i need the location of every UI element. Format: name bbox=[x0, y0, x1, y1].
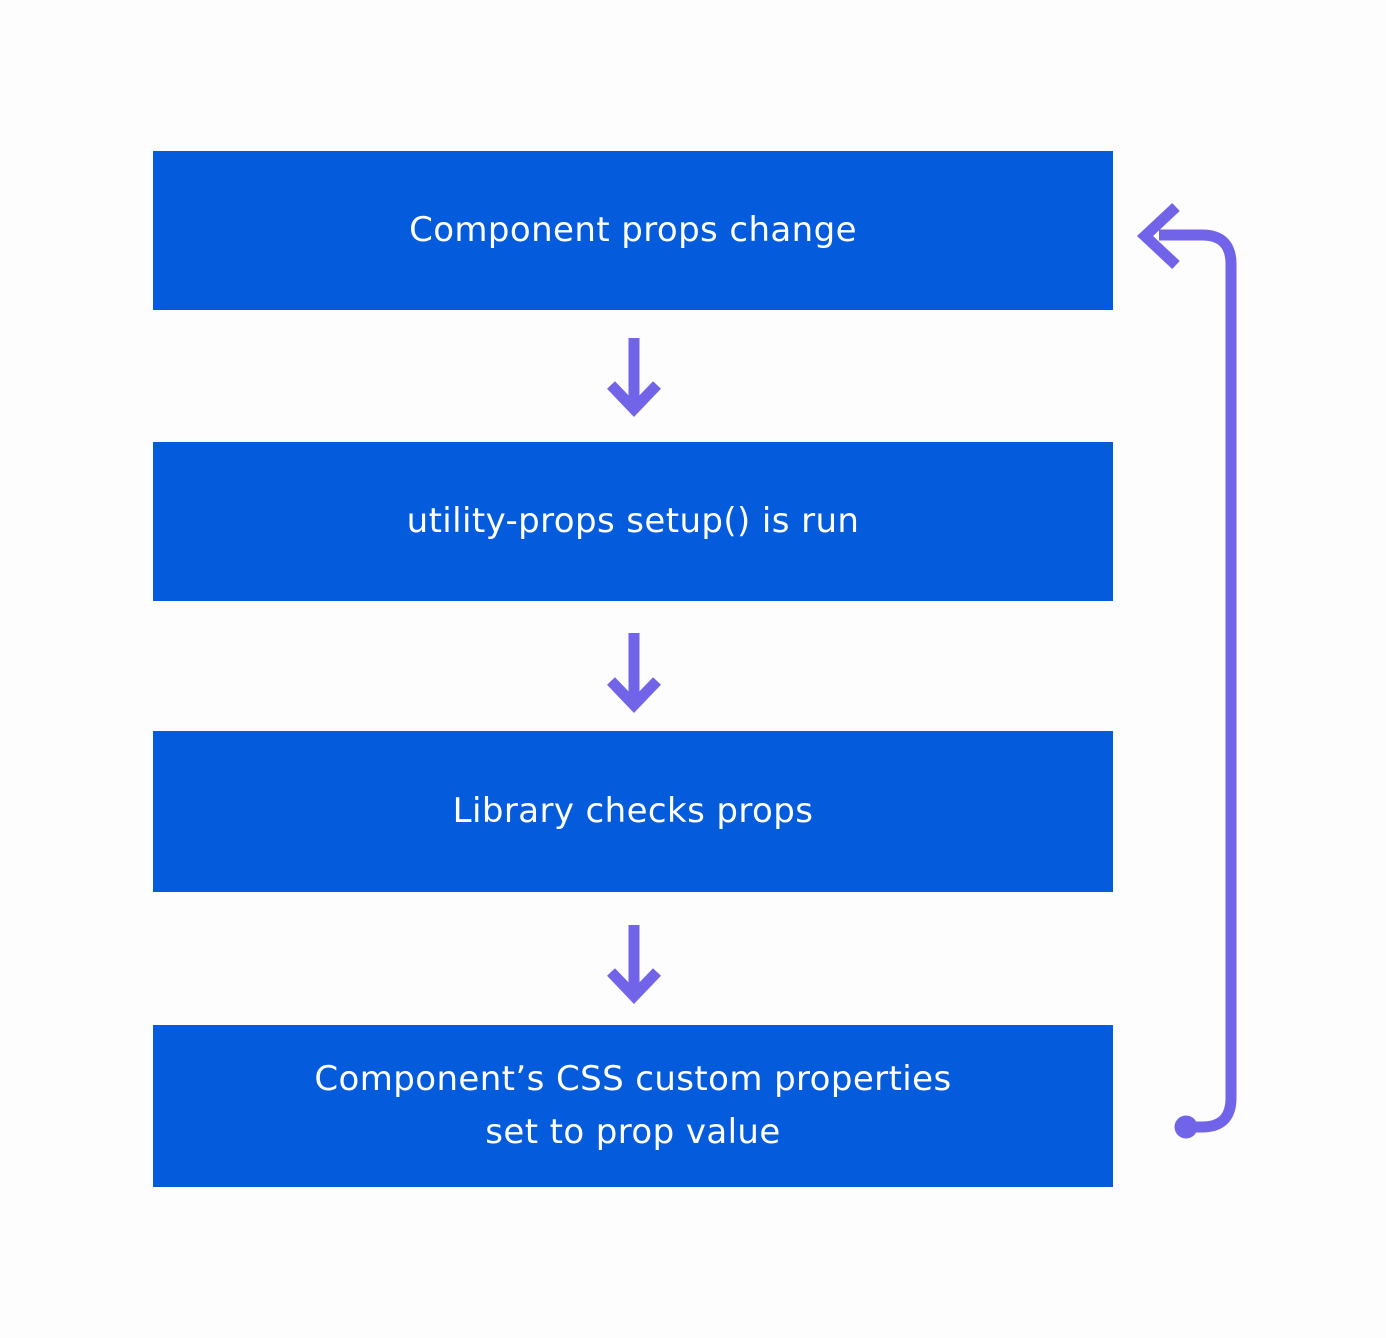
flow-node-css-custom-properties: Component’s CSS custom properties set to… bbox=[153, 1025, 1113, 1187]
flow-node-label: utility-props setup() is run bbox=[406, 501, 860, 542]
arrow-down-icon-2 bbox=[607, 633, 661, 713]
arrow-down-icon-1 bbox=[607, 338, 661, 417]
arrow-down-icon-3 bbox=[607, 925, 661, 1004]
flow-node-setup-is-run: utility-props setup() is run bbox=[153, 442, 1113, 601]
flow-node-label: Component’s CSS custom properties set to… bbox=[314, 1059, 952, 1152]
flow-node-label: Component props change bbox=[409, 210, 857, 251]
loop-back-arrow-icon bbox=[1136, 202, 1237, 1139]
flow-node-component-props-change: Component props change bbox=[153, 151, 1113, 310]
flow-node-label: Library checks props bbox=[452, 791, 814, 832]
flow-node-library-checks-props: Library checks props bbox=[153, 731, 1113, 892]
